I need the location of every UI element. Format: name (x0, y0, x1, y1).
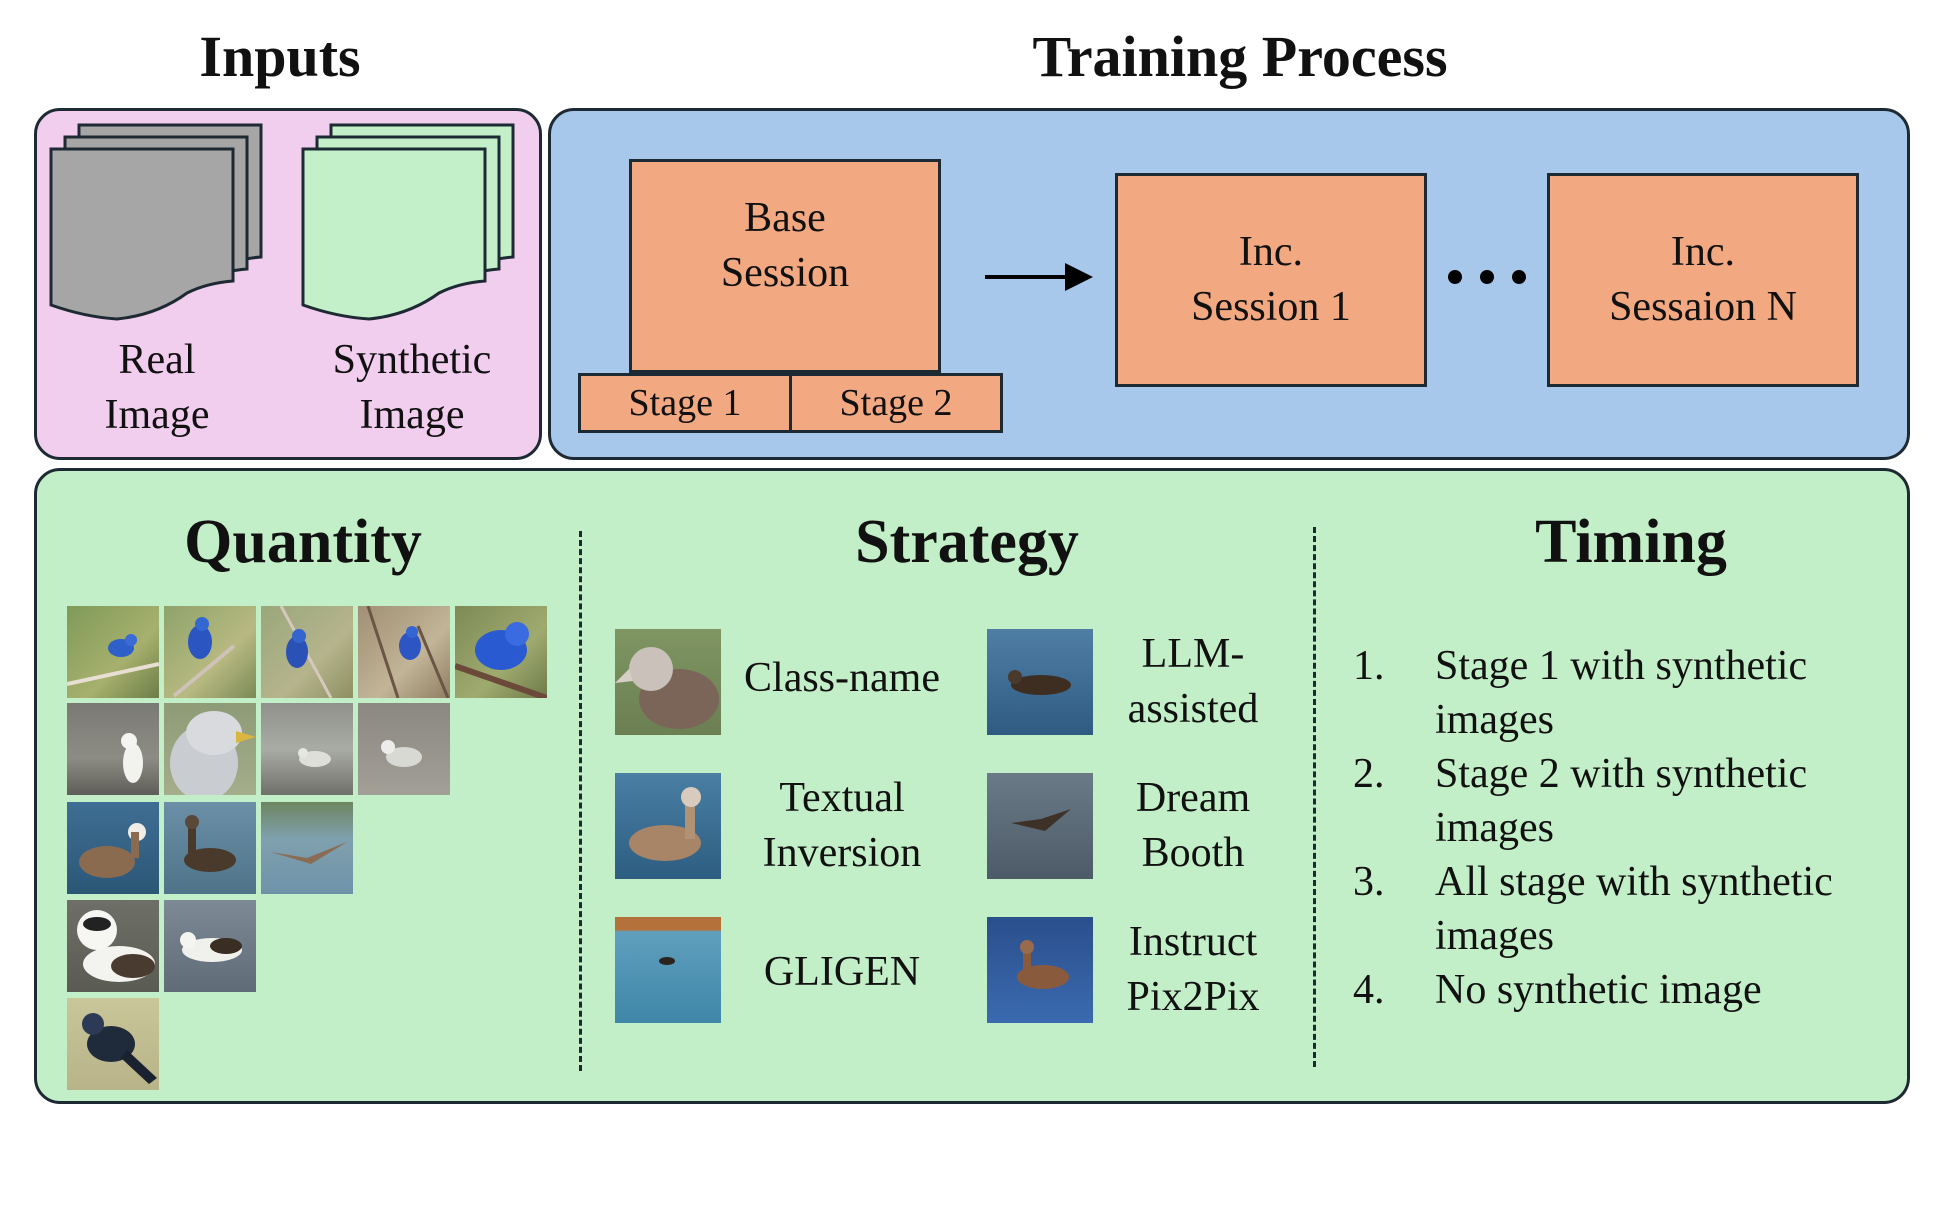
bird-thumbnail (67, 802, 159, 894)
instruct-pix2pix-thumbnail (987, 917, 1093, 1023)
bird-thumbnail (67, 998, 159, 1090)
llm-assisted-thumbnail (987, 629, 1093, 735)
bird-thumbnail (261, 802, 353, 894)
bird-thumbnail (67, 703, 159, 795)
ellipsis-icon (1448, 270, 1526, 284)
bird-thumbnail (67, 900, 159, 992)
bird-thumbnail (358, 606, 450, 698)
bird-thumbnail (164, 606, 256, 698)
inc-session-1-box: Inc.Session 1 (1115, 173, 1427, 387)
gligen-label: GLIGEN (763, 949, 921, 995)
bird-thumbnail (67, 606, 159, 698)
gligen-thumbnail (615, 917, 721, 1023)
inputs-header: Inputs (199, 24, 361, 89)
stage-1-box: Stage 1 (578, 373, 792, 433)
textual-inversion-thumbnail (615, 773, 721, 879)
inc-session-n-box: Inc.Sessaion N (1547, 173, 1859, 387)
bird-thumbnail (261, 703, 353, 795)
llm-assisted-label: LLM-assisted (1127, 631, 1259, 732)
bird-thumbnail (164, 900, 256, 992)
bird-thumbnail (358, 703, 450, 795)
arrow-right-icon (985, 263, 1093, 291)
dream-booth-thumbnail (987, 773, 1093, 879)
bird-thumbnail (164, 802, 256, 894)
bird-thumbnail (455, 606, 547, 698)
class-name-label: Class-name (744, 655, 940, 701)
divider-2 (1313, 527, 1316, 1067)
synthetic-image-stack-icon (301, 123, 515, 321)
stage-2-box: Stage 2 (789, 373, 1003, 433)
configuration-panel: Quantity Strategy Class-name LLM-assiste… (34, 468, 1910, 1104)
timing-item: 4.No synthetic image (1353, 967, 1762, 1013)
class-name-thumbnail (615, 629, 721, 735)
strategy-heading: Strategy (855, 508, 1079, 576)
real-image-stack-icon (49, 123, 263, 321)
bird-thumbnail (164, 703, 256, 795)
training-process-header: Training Process (1032, 24, 1448, 89)
timing-heading: Timing (1535, 508, 1727, 576)
quantity-heading: Quantity (184, 508, 422, 576)
bird-thumbnail (261, 606, 353, 698)
divider-1 (579, 531, 582, 1071)
